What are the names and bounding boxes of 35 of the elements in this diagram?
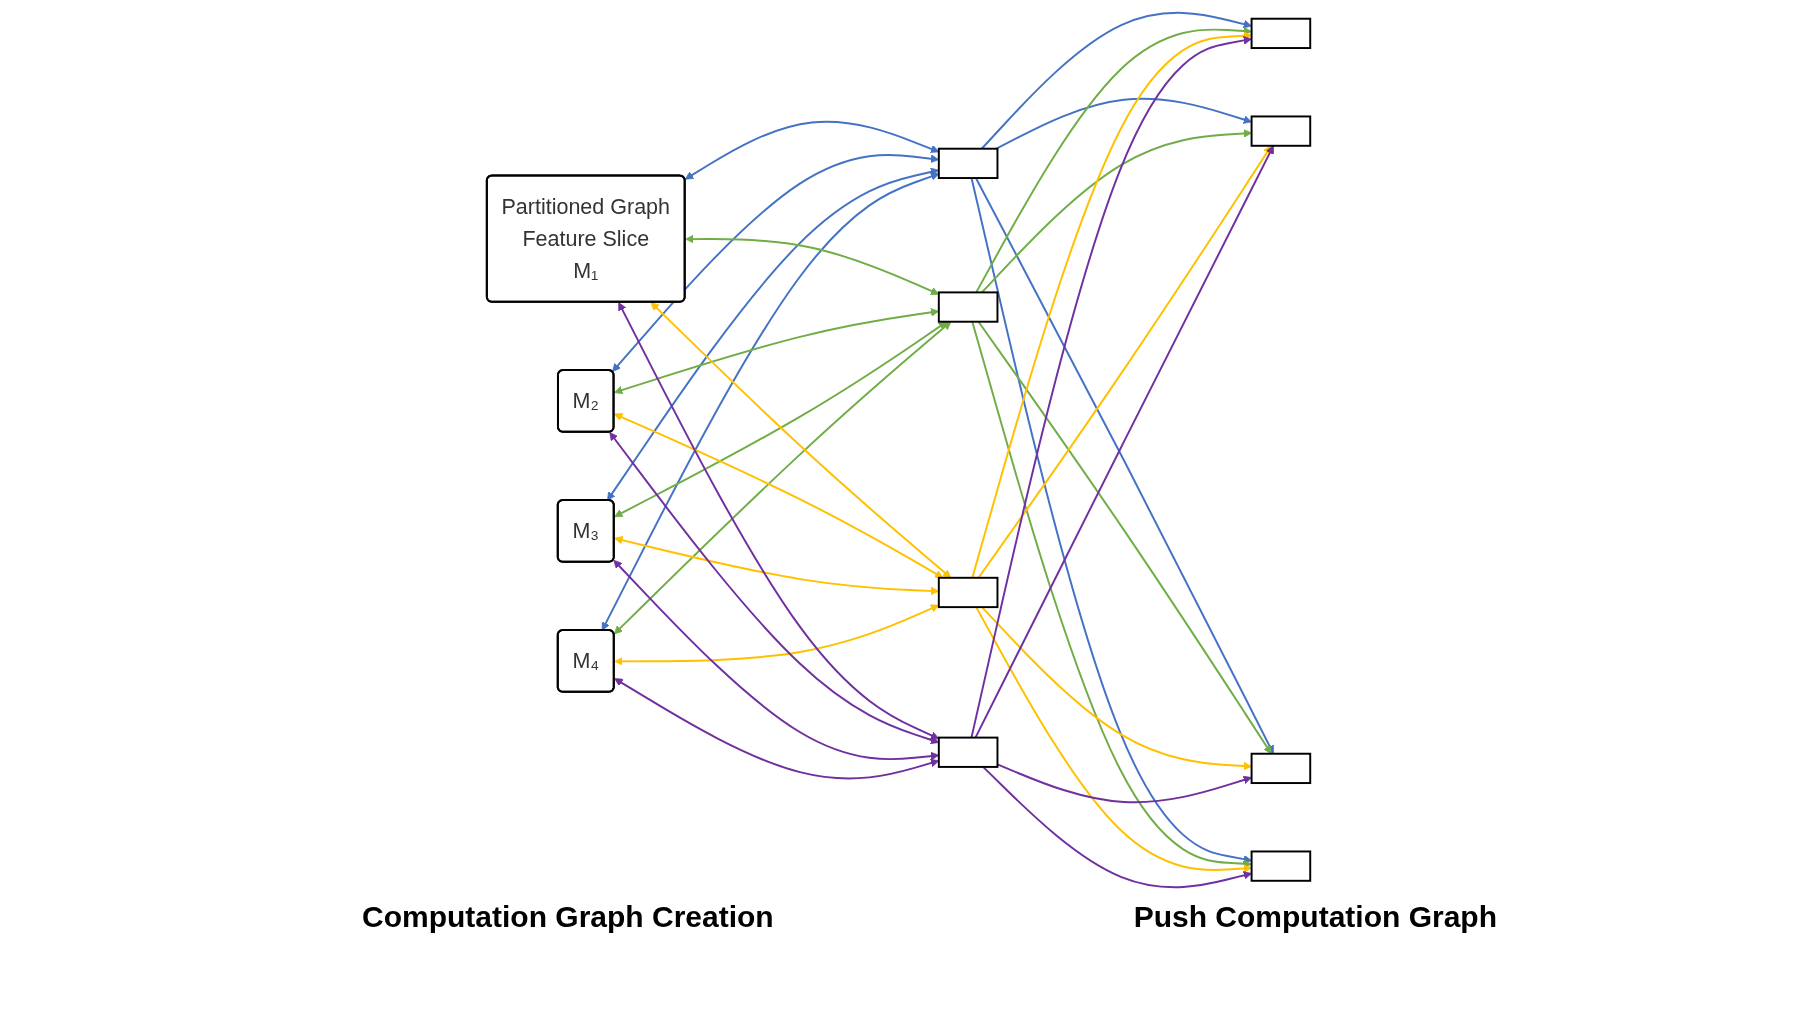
column-caption: Push Computation Graph bbox=[1133, 900, 1497, 934]
node-box bbox=[937, 576, 999, 609]
arrow bbox=[995, 97, 1252, 150]
arrow bbox=[971, 320, 1252, 869]
arrow bbox=[612, 153, 940, 372]
arrow bbox=[977, 320, 1272, 755]
arrow bbox=[618, 302, 940, 740]
arrow bbox=[975, 26, 1252, 294]
node-box bbox=[1250, 752, 1312, 785]
arrow bbox=[980, 11, 1252, 150]
arrow bbox=[975, 606, 1252, 873]
arrow bbox=[613, 559, 940, 761]
node-box bbox=[937, 736, 999, 768]
arrow bbox=[996, 763, 1252, 804]
arrow bbox=[685, 234, 940, 296]
arrow bbox=[982, 765, 1252, 889]
arrow bbox=[980, 606, 1252, 771]
arrow bbox=[614, 604, 940, 666]
node-box bbox=[937, 291, 999, 323]
arrow bbox=[970, 177, 1252, 864]
node-box bbox=[1250, 17, 1312, 49]
arrow bbox=[650, 302, 952, 579]
column-caption: Computation Graph Creation bbox=[362, 900, 774, 934]
arrow bbox=[609, 432, 940, 745]
node-box bbox=[937, 147, 999, 179]
arrow bbox=[613, 413, 944, 579]
arrow bbox=[980, 129, 1252, 294]
node-box bbox=[1250, 115, 1312, 147]
arrow bbox=[613, 321, 952, 635]
node-box bbox=[1250, 850, 1312, 882]
arrow bbox=[970, 36, 1252, 739]
arrow bbox=[601, 172, 940, 631]
arrow bbox=[977, 145, 1272, 579]
arrow bbox=[607, 167, 940, 501]
arrow bbox=[971, 31, 1252, 579]
